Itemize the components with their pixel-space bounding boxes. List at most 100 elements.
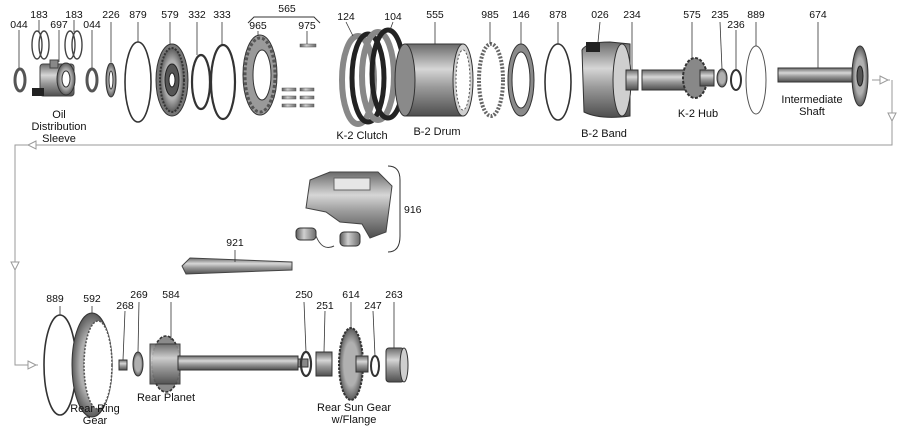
part-916-bracket-assembly	[295, 171, 393, 249]
part-caption: Intermediate	[781, 94, 842, 106]
part-575-k2-hub	[641, 57, 715, 99]
part-number-label: 921	[226, 237, 244, 249]
flow-arrow-down-icon	[887, 112, 897, 123]
flow-arrow-right-icon	[879, 75, 890, 85]
part-234-bearing	[625, 69, 639, 91]
part-555-b2-drum	[394, 43, 474, 117]
part-caption: K-2 Hub	[678, 108, 718, 120]
part-number-label: 555	[426, 9, 444, 21]
part-caption: Distribution	[31, 121, 86, 133]
part-number-label: 592	[83, 293, 101, 305]
part-614-rear-sun-gear	[338, 327, 369, 401]
part-921-plate	[181, 257, 293, 275]
part-592-rear-ring-gear	[71, 312, 113, 418]
part-235-washer	[716, 68, 728, 88]
part-number-label: 975	[298, 20, 316, 32]
part-146-ring-gear	[507, 43, 535, 117]
part-251-bearing	[315, 351, 333, 377]
part-263-bearing	[385, 347, 409, 383]
part-number-label: 263	[385, 289, 403, 301]
part-caption: Rear Sun Gear	[317, 402, 391, 414]
flow-arrow-down-icon	[10, 261, 20, 272]
part-caption: K-2 Clutch	[336, 130, 387, 142]
part-247-washer	[370, 355, 380, 377]
part-965-freewheel	[242, 34, 278, 116]
flow-arrows	[10, 75, 897, 370]
part-916-bracket	[387, 165, 401, 253]
part-878-snap-ring	[544, 43, 572, 121]
part-caption: Rear Planet	[137, 392, 195, 404]
part-565-group-bracket	[247, 16, 321, 24]
part-number-label: 269	[130, 289, 148, 301]
part-674-intermediate-shaft	[777, 45, 869, 107]
part-number-label: 985	[481, 9, 499, 21]
part-183-seal-rings-right	[64, 30, 83, 60]
flow-line-return	[14, 80, 893, 366]
part-226-thrust-washer	[105, 62, 117, 98]
part-caption: B-2 Band	[581, 128, 627, 140]
part-332-seal	[190, 53, 212, 111]
part-number-label: 333	[213, 9, 231, 21]
part-333-seal	[209, 43, 237, 121]
part-number-label: 575	[683, 9, 701, 21]
part-number-label: 124	[337, 11, 355, 23]
part-caption: Sleeve	[42, 133, 76, 145]
part-044-seal-ring-right	[85, 67, 99, 93]
part-number-label: 889	[46, 293, 64, 305]
part-caption: Shaft	[799, 106, 825, 118]
part-number-label: 614	[342, 289, 360, 301]
part-number-label: 889	[747, 9, 765, 21]
part-number-label: 878	[549, 9, 567, 21]
part-number-label: 251	[316, 300, 334, 312]
part-number-label: 234	[623, 9, 641, 21]
part-number-labels: 044 183 697 183 044 226 879 579 332 333 …	[10, 3, 827, 312]
part-number-label: 226	[102, 9, 120, 21]
part-number-label: 026	[591, 9, 609, 21]
part-caption: Oil	[52, 109, 65, 121]
part-number-label: 250	[295, 289, 313, 301]
part-026-b2-band	[581, 41, 632, 118]
part-number-label: 268	[116, 300, 134, 312]
flow-arrow-right-icon	[27, 360, 38, 370]
part-number-label: 674	[809, 9, 827, 21]
part-889-snap-ring	[745, 45, 767, 115]
part-number-label: 146	[512, 9, 530, 21]
part-044-seal-ring	[13, 67, 27, 93]
part-number-label: 104	[384, 11, 402, 23]
part-captions: Oil Distribution Sleeve K-2 Clutch B-2 D…	[31, 94, 842, 427]
part-number-label: 965	[249, 20, 267, 32]
part-584-rear-planet	[149, 335, 309, 393]
part-number-label: 235	[711, 9, 729, 21]
part-caption: Rear Ring	[70, 403, 120, 415]
part-236-snap-ring	[730, 69, 742, 91]
part-975-rollers	[281, 43, 317, 108]
part-268-bushing	[118, 359, 128, 371]
part-number-label: 044	[83, 19, 101, 31]
part-caption: Gear	[83, 415, 108, 427]
part-879-snap-ring	[124, 41, 152, 123]
part-579-piston	[155, 43, 189, 117]
part-number-label: 697	[50, 19, 68, 31]
part-number-label: 565	[278, 3, 296, 15]
part-697-oil-distribution-sleeve	[32, 59, 76, 97]
part-269-washer	[132, 351, 144, 377]
part-number-label: 183	[65, 9, 83, 21]
part-183-seal-rings	[31, 30, 50, 60]
flow-lines	[14, 79, 893, 366]
leader-lines	[18, 20, 819, 361]
part-number-label: 332	[188, 9, 206, 21]
part-number-label: 584	[162, 289, 180, 301]
part-124-104-k2-clutch-plates	[339, 27, 407, 127]
part-985-cage-ring	[477, 42, 505, 118]
part-889-snap-ring-rear	[43, 314, 77, 416]
flow-arrow-left-icon	[26, 140, 37, 150]
part-number-label: 916	[404, 204, 422, 216]
part-number-label: 579	[161, 9, 179, 21]
part-number-label: 247	[364, 300, 382, 312]
part-number-label: 879	[129, 9, 147, 21]
part-number-label: 183	[30, 9, 48, 21]
part-caption: w/Flange	[331, 414, 377, 426]
part-caption: B-2 Drum	[413, 126, 460, 138]
